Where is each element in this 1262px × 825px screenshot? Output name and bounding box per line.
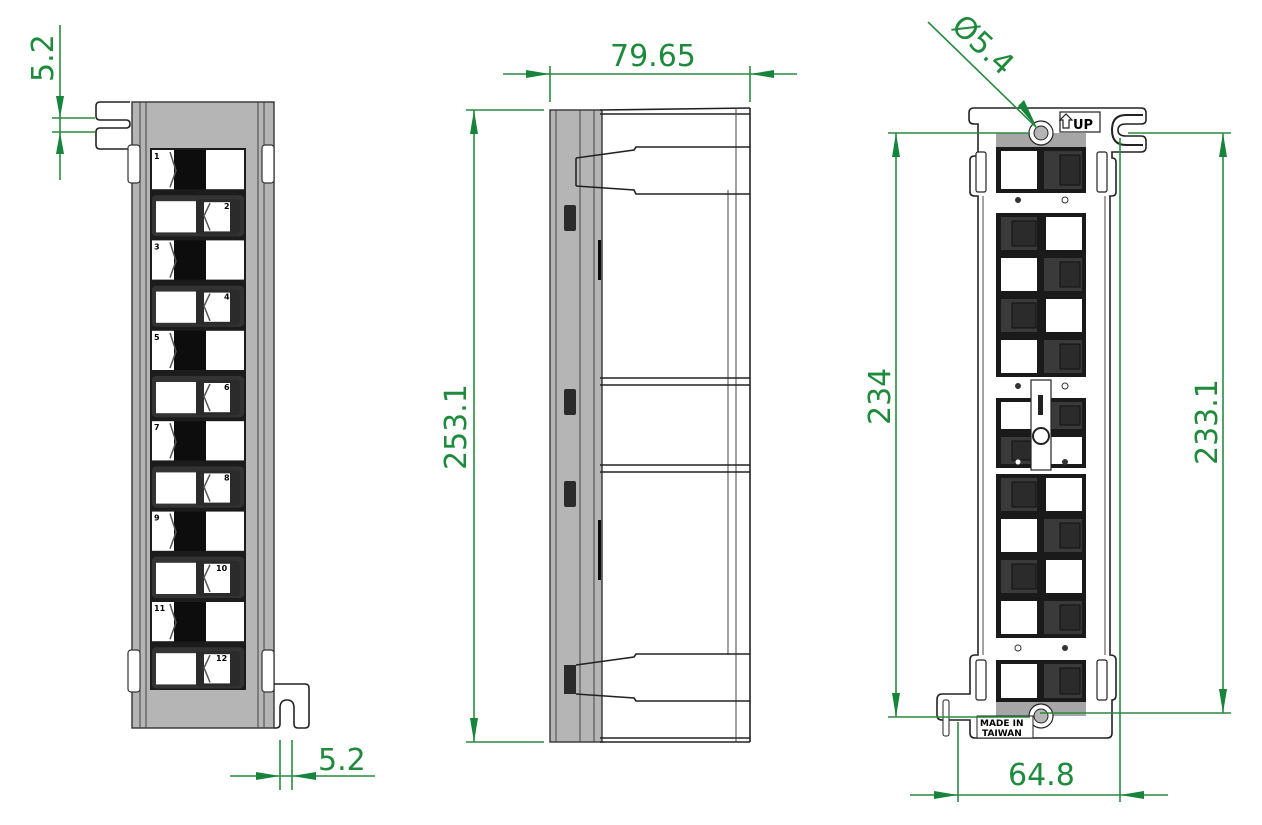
port-number: 5 bbox=[154, 333, 160, 342]
dimension-label: 5.2 bbox=[318, 743, 366, 778]
rear-slot-height-dimension: 233.1 bbox=[1040, 132, 1231, 714]
rear-hole-dimension: Ø5.4 bbox=[927, 8, 1038, 129]
port-number: 3 bbox=[154, 242, 160, 251]
side-depth-dimension: 79.65 bbox=[503, 39, 797, 102]
front-bottom-slot-dimension: 5.2 bbox=[230, 740, 375, 790]
dimension-label: 234 bbox=[863, 368, 898, 425]
port-number: 10 bbox=[216, 564, 228, 573]
port-number: 12 bbox=[216, 654, 227, 663]
front-top-slot-dimension: 5.2 bbox=[26, 25, 95, 180]
port-number: 6 bbox=[224, 383, 230, 392]
side-view bbox=[549, 107, 751, 743]
port-number: 9 bbox=[154, 514, 160, 523]
rear-width-dimension: 64.8 bbox=[910, 138, 1168, 802]
dimension-label: 253.1 bbox=[439, 384, 474, 470]
dimension-label: 64.8 bbox=[1008, 758, 1075, 793]
port-number: 4 bbox=[224, 293, 230, 302]
dimension-label: 5.2 bbox=[26, 34, 61, 82]
rear-overall-height-dimension: 234 bbox=[863, 132, 1030, 718]
up-arrow-icon bbox=[1058, 113, 1074, 129]
stamp-made-in: MADE IN bbox=[980, 719, 1024, 729]
stamp-taiwan: TAIWAN bbox=[982, 729, 1022, 739]
rear-view: UP MADE IN TAIWAN bbox=[936, 107, 1147, 739]
dimension-label: 79.65 bbox=[610, 39, 696, 74]
port-number: 1 bbox=[154, 152, 160, 161]
up-marking: UP bbox=[1073, 118, 1093, 133]
port-number: 11 bbox=[154, 604, 166, 613]
dimension-label: Ø5.4 bbox=[945, 8, 1021, 82]
port-number: 7 bbox=[154, 423, 160, 432]
port-number: 8 bbox=[224, 473, 230, 482]
side-height-dimension: 253.1 bbox=[439, 109, 544, 743]
port-number: 2 bbox=[224, 202, 230, 211]
dimension-label: 233.1 bbox=[1190, 379, 1225, 465]
